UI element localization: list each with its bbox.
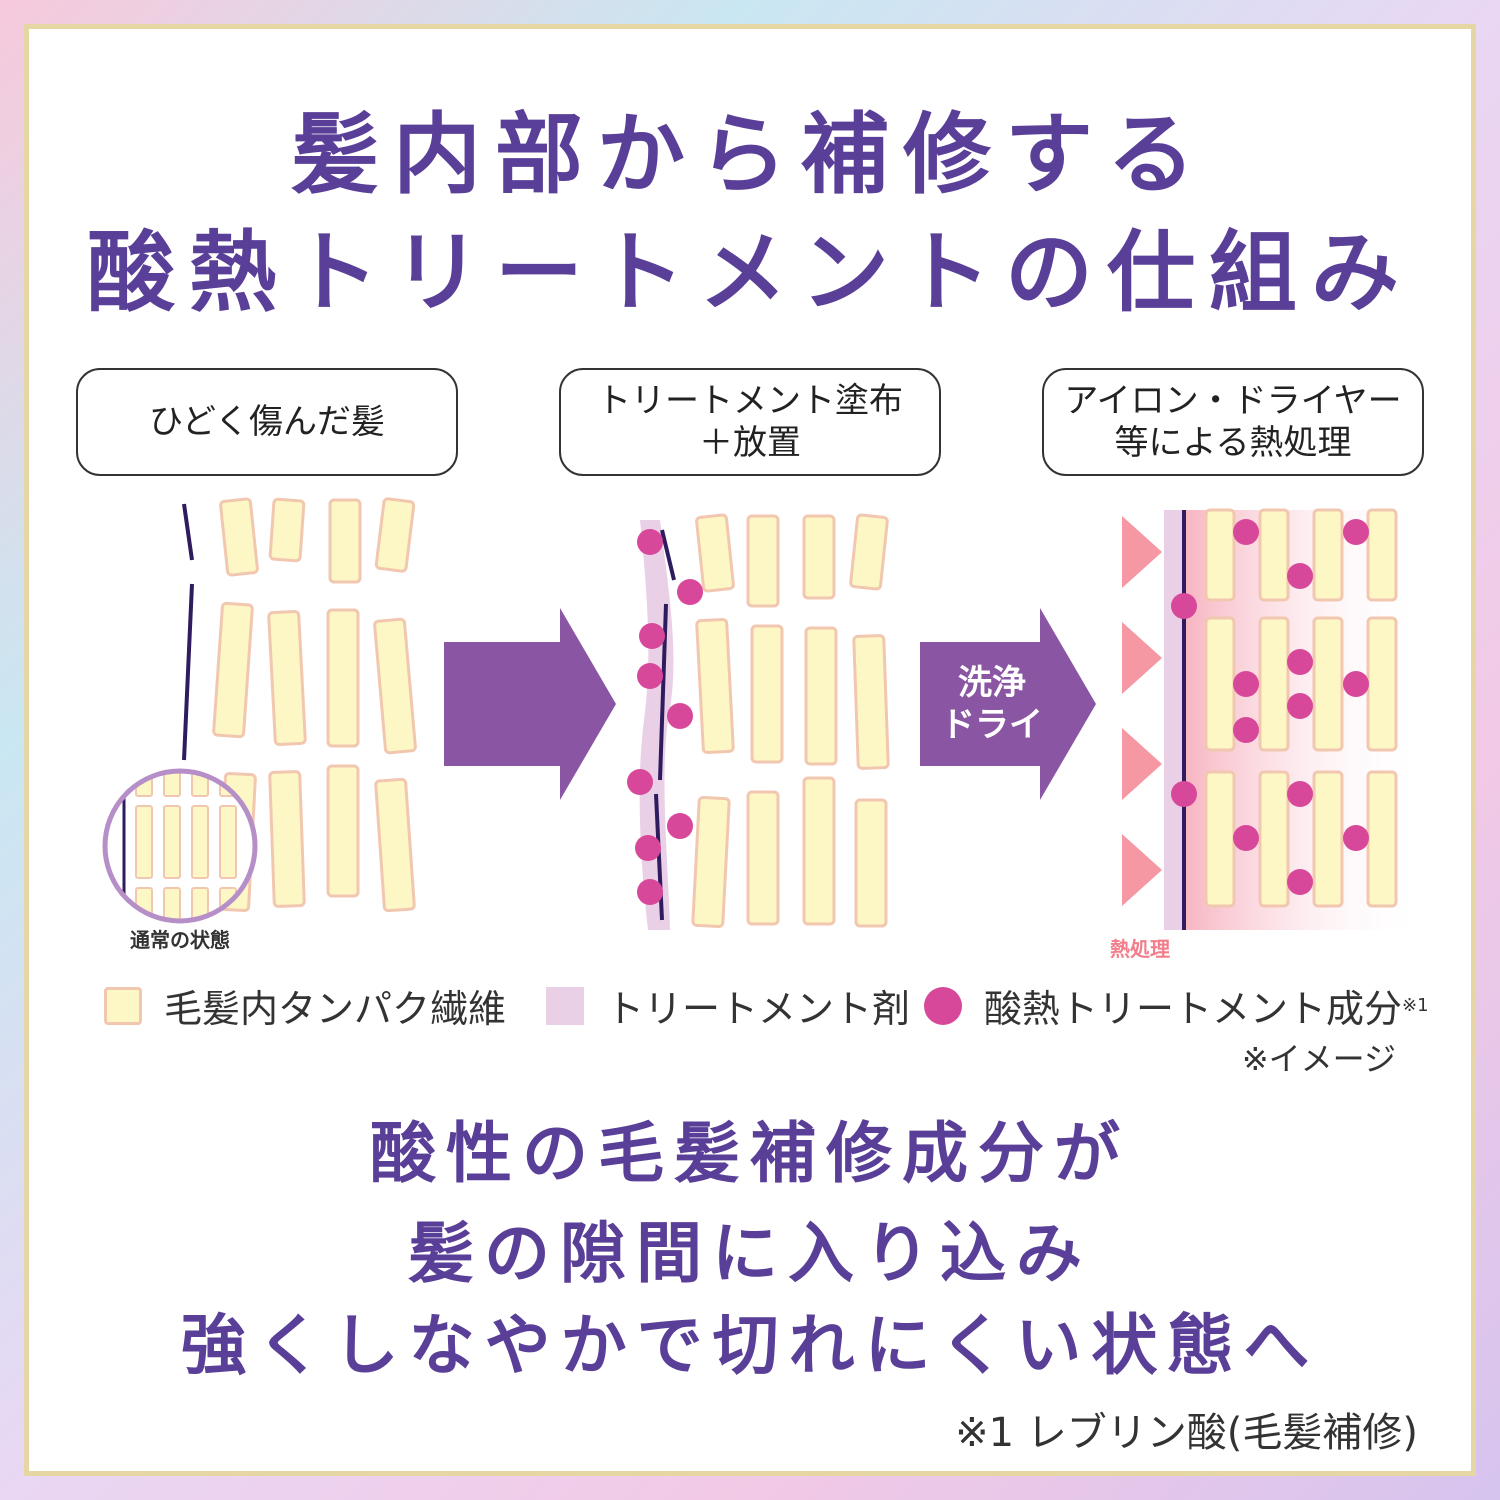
step-box-treatment-apply: トリートメント塗布 ＋放置 xyxy=(559,368,941,476)
component-dot-icon xyxy=(924,986,962,1025)
step-1-label: ひどく傷んだ髪 xyxy=(149,402,385,442)
treatment-square-icon xyxy=(546,986,584,1025)
damaged-fibers xyxy=(212,497,417,913)
footnote: ※1 レブリン酸(毛髪補修) xyxy=(955,1410,1418,1456)
arrow-2-label-line-2: ドライ xyxy=(941,705,1043,745)
process-arrow-2 xyxy=(920,608,1096,800)
normal-state-detail xyxy=(122,771,237,921)
bonded-component-dots xyxy=(1171,519,1369,895)
panel-treatment-applied xyxy=(627,513,890,930)
body-line-2: 髪の隙間に入り込み xyxy=(408,1215,1092,1292)
title-line-1: 髪内部から補修する xyxy=(290,103,1209,206)
arrow-2-label-line-1: 洗浄 xyxy=(958,663,1026,703)
process-arrow-1 xyxy=(444,608,616,800)
treatment-component-dots xyxy=(627,529,703,905)
legend-item-treatment: トリートメント剤 xyxy=(546,978,910,1033)
legend-footnote-mark: ※1 xyxy=(1402,995,1429,1016)
title-line-2: 酸熱トリートメントの仕組み xyxy=(86,221,1413,324)
fiber-square-icon xyxy=(104,986,142,1025)
mechanism-diagram: 通常の状態 xyxy=(102,497,1424,961)
image-note: ※イメージ xyxy=(1241,1040,1396,1078)
legend-item-component: 酸熱トリートメント成分※1 xyxy=(924,978,1429,1033)
step-3-label-line-2: 等による熱処理 xyxy=(1114,423,1352,463)
body-line-1: 酸性の毛髪補修成分が xyxy=(370,1115,1130,1192)
panel-heat-treated: 熱処理 xyxy=(1110,508,1424,961)
step-box-heat-treatment: アイロン・ドライヤー 等による熱処理 xyxy=(1042,368,1424,476)
legend-label-treatment: トリートメント剤 xyxy=(606,987,911,1031)
legend-label-fiber: 毛髪内タンパク繊維 xyxy=(164,987,507,1031)
cuticle-line-treated xyxy=(654,529,676,921)
cuticle-line-broken xyxy=(182,503,194,761)
normal-state-label: 通常の状態 xyxy=(130,928,230,952)
step-2-label-line-1: トリートメント塗布 xyxy=(597,381,903,421)
panel-damaged-hair: 通常の状態 xyxy=(102,497,417,952)
restored-fibers xyxy=(1204,508,1398,908)
heat-arrows xyxy=(1122,516,1162,906)
step-2-label-line-2: ＋放置 xyxy=(699,423,801,463)
step-box-damaged-hair: ひどく傷んだ髪 xyxy=(76,368,458,476)
legend-item-fiber: 毛髪内タンパク繊維 xyxy=(104,978,506,1033)
treated-fibers xyxy=(691,513,890,928)
treatment-layer xyxy=(639,520,674,930)
legend-label-component: 酸熱トリートメント成分 xyxy=(984,987,1403,1031)
magnifier-ring xyxy=(102,768,258,924)
heat-treatment-label: 熱処理 xyxy=(1110,937,1170,961)
body-line-3: 強くしなやかで切れにくい状態へ xyxy=(180,1307,1320,1384)
step-3-label-line-1: アイロン・ドライヤー xyxy=(1064,381,1402,421)
